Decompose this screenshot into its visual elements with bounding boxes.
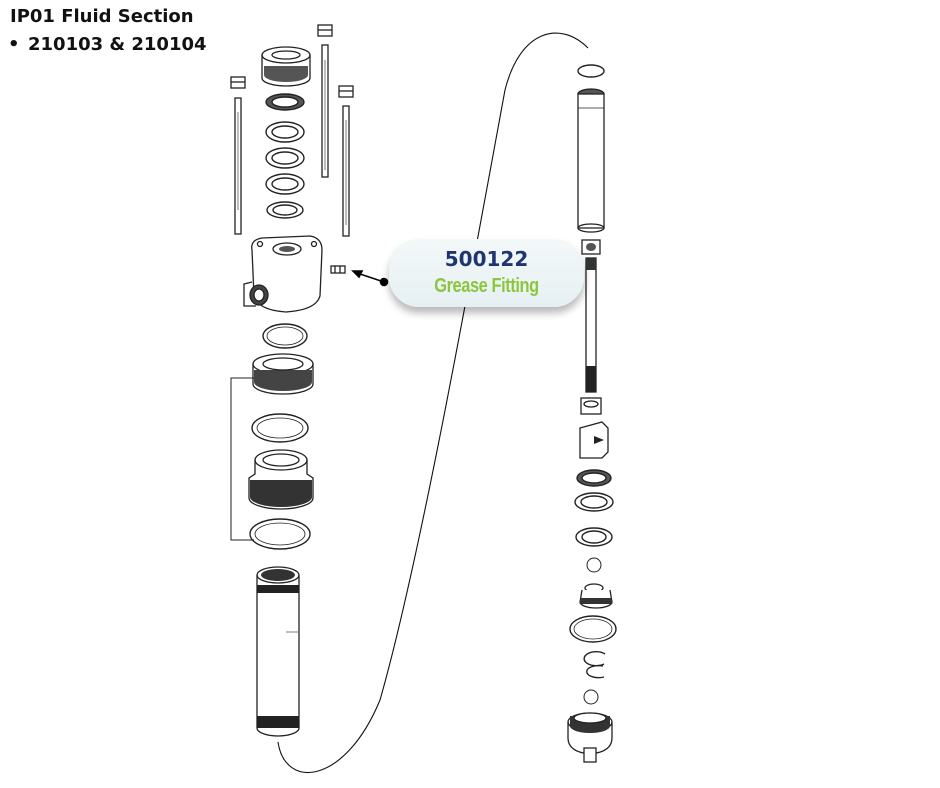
page-title: IP01 Fluid Section bbox=[10, 6, 194, 27]
threaded-ring bbox=[252, 353, 314, 395]
retaining-clip bbox=[583, 651, 606, 679]
foot-valve-seat bbox=[579, 583, 613, 609]
callout-arrow bbox=[351, 270, 389, 287]
o-ring-upper bbox=[262, 323, 308, 349]
tie-rod-right bbox=[338, 85, 354, 237]
model-list-item: • 210103 & 210104 bbox=[8, 32, 207, 58]
assembly-bracket bbox=[230, 377, 254, 541]
pump-rod-sleeve bbox=[577, 88, 605, 233]
rod-nut-bottom bbox=[580, 397, 602, 415]
bullet-icon: • bbox=[8, 34, 20, 55]
rod-nut-top bbox=[581, 239, 601, 255]
intake-valve-housing bbox=[567, 712, 613, 763]
cylinder-tube bbox=[256, 566, 300, 737]
piston-seals bbox=[574, 469, 614, 547]
piston-block bbox=[579, 421, 609, 459]
cylinder-adapter bbox=[248, 449, 314, 510]
connector-curve bbox=[277, 32, 589, 773]
gland-nut bbox=[261, 46, 311, 87]
callout-part-number: 500122 bbox=[444, 247, 529, 271]
check-ball-lower bbox=[583, 689, 599, 705]
part-callout: 500122 Grease Fitting bbox=[389, 239, 584, 307]
o-ring-lower bbox=[249, 518, 311, 550]
o-ring-middle bbox=[251, 413, 309, 443]
tie-rod-left bbox=[230, 76, 246, 235]
foot-o-ring bbox=[569, 615, 617, 643]
callout-part-name: Grease Fitting bbox=[434, 275, 539, 297]
fluid-body-housing bbox=[243, 235, 323, 313]
model-numbers: 210103 & 210104 bbox=[28, 34, 207, 55]
grease-fitting-icon bbox=[330, 265, 346, 274]
packing-stack bbox=[265, 93, 305, 219]
check-ball-upper bbox=[586, 557, 602, 573]
tie-rod-center bbox=[317, 24, 333, 178]
top-o-ring bbox=[577, 64, 605, 78]
displacement-rod bbox=[585, 257, 597, 393]
